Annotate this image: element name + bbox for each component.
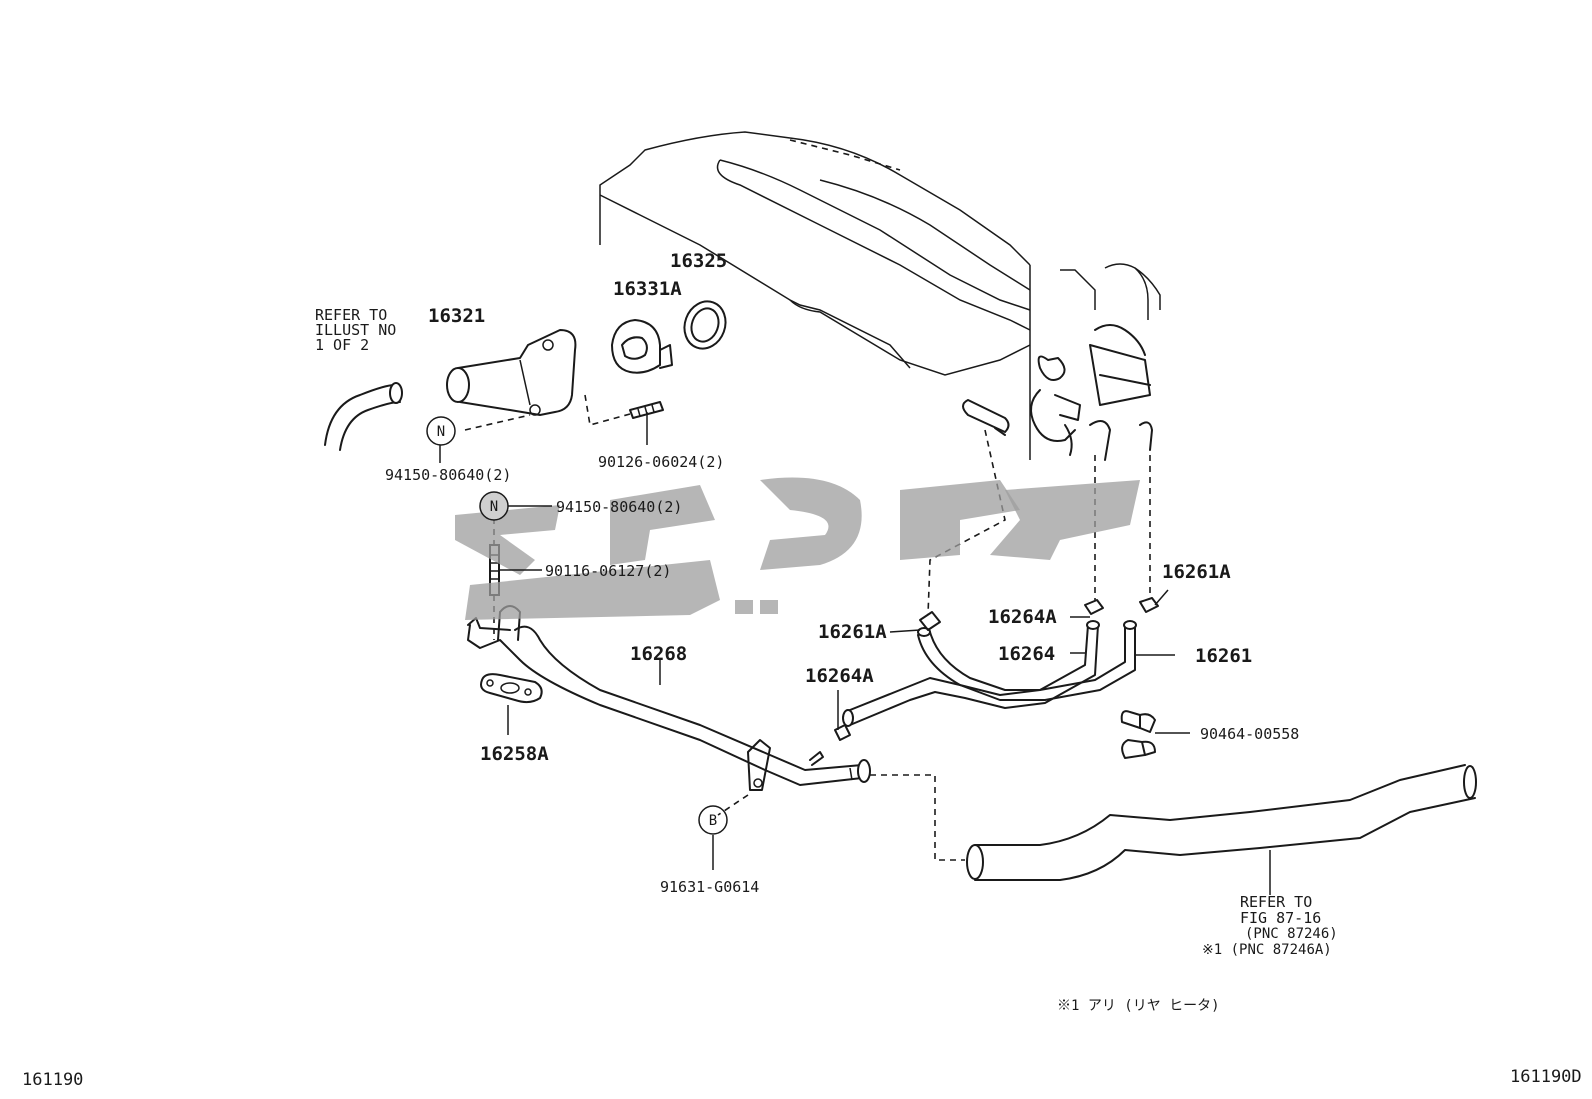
upper-hose [324, 382, 403, 451]
marker-n-upper-label: N [437, 424, 445, 440]
labels: 16321 16331A 16325 REFER TO ILLUST NO 1 … [22, 250, 1582, 1090]
intake-fittings [962, 324, 1153, 461]
thermostat-16331A [611, 319, 673, 374]
heater-hoses [842, 620, 1137, 727]
label-91631: 91631-G0614 [660, 878, 759, 896]
label-16261: 16261 [1195, 645, 1252, 667]
label-94150-upper: 94150-80640(2) [385, 466, 511, 484]
watermark-logo [455, 477, 1140, 620]
label-90126: 90126-06024(2) [598, 453, 724, 471]
label-16264A-upper: 16264A [988, 606, 1057, 628]
label-16331A: 16331A [613, 278, 682, 300]
assembly-lines [464, 414, 1151, 861]
refer-bottom-line3: (PNC 87246) [1245, 926, 1338, 942]
water-outlet-16321 [446, 329, 577, 416]
refer-bottom-line2: FIG 87-16 [1240, 909, 1321, 927]
label-16264A-lower: 16264A [805, 665, 874, 687]
label-16264: 16264 [998, 643, 1055, 665]
leader-lines [439, 412, 1271, 895]
gasket-16258A [480, 673, 543, 704]
refer-top-line2: ILLUST NO [315, 321, 396, 339]
rear-heater-hose [966, 764, 1477, 881]
marker-n-lower: N [479, 491, 509, 521]
marker-b: B [698, 805, 728, 835]
refer-bottom-line1: REFER TO [1240, 893, 1312, 911]
diagram-code-left: 161190 [22, 1070, 83, 1090]
label-90464: 90464-00558 [1200, 725, 1299, 743]
stud-90126 [584, 394, 664, 427]
refer-top-line3: 1 OF 2 [315, 336, 369, 354]
label-16268: 16268 [630, 643, 687, 665]
clip-90464 [1120, 710, 1156, 759]
bypass-pipe-16268 [467, 605, 871, 791]
label-16321: 16321 [428, 305, 485, 327]
diagram-code-right: 161190D [1510, 1067, 1582, 1087]
label-94150-lower: 94150-80640(2) [556, 498, 682, 516]
label-16325: 16325 [670, 250, 727, 272]
engine-outline [599, 131, 1161, 460]
gasket-16325 [683, 300, 727, 350]
footnote: ※1 アリ (リヤ ヒータ) [1057, 998, 1220, 1014]
label-16258A: 16258A [480, 743, 549, 765]
label-16261A-right: 16261A [1162, 561, 1231, 583]
marker-n-upper: N [426, 416, 456, 446]
refer-top-line1: REFER TO [315, 306, 387, 324]
marker-b-label: B [709, 813, 717, 829]
label-90116: 90116-06127(2) [545, 562, 671, 580]
marker-n-lower-label: N [490, 499, 498, 515]
refer-bottom-line4: ※1 (PNC 87246A) [1202, 942, 1332, 958]
label-16261A-left: 16261A [818, 621, 887, 643]
